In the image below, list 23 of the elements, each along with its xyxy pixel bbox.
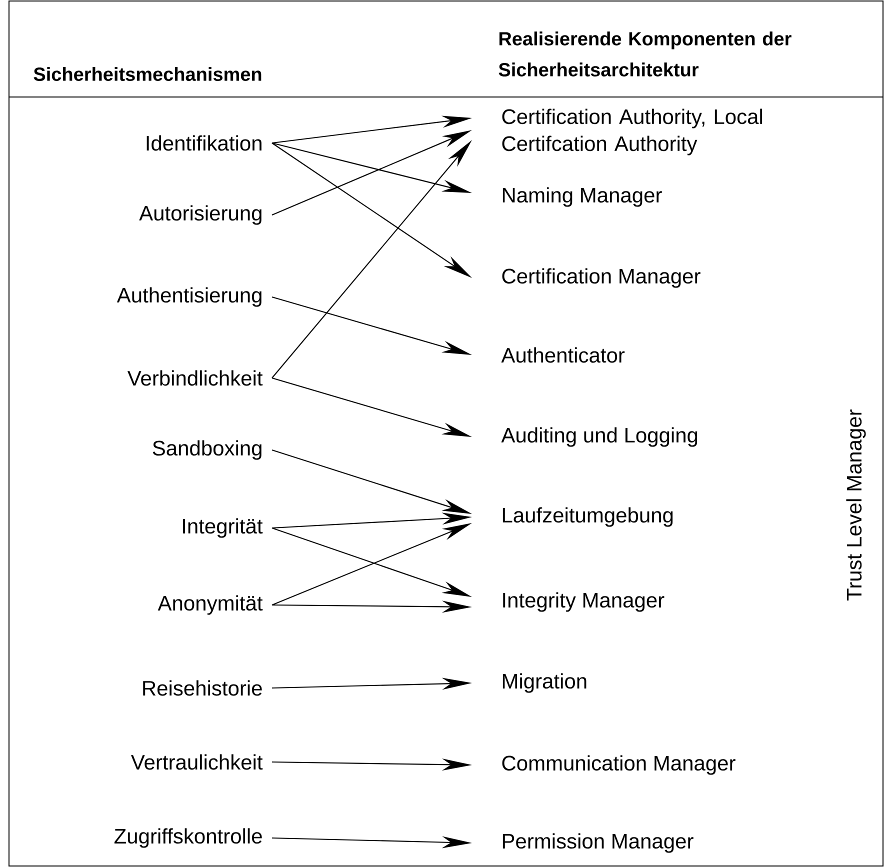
component-label: Certification Manager	[502, 268, 700, 288]
column-heading: Sicherheitsmechanismen	[34, 67, 262, 81]
side-label: Trust Level Manager	[846, 409, 866, 600]
component-label: Laufzeitumgebung	[502, 507, 673, 527]
component-label: Certification Authority, Local Certifcation Authority	[502, 108, 762, 156]
mechanism-label: Zugriffskontrolle	[114, 828, 262, 848]
mechanism-label: Authentisierung	[116, 287, 262, 307]
component-label: Naming Manager	[502, 187, 662, 207]
mechanism-label: Anonymität	[158, 595, 263, 615]
column-heading: Realisierende Komponenten der Sicherheitsarchitektur	[498, 32, 792, 76]
mechanism-label: Identifikation	[146, 135, 262, 151]
component-label: Auditing und Logging	[501, 427, 698, 447]
component-label: Permission Manager	[502, 833, 694, 853]
mechanism-label: Vertraulichkeit	[131, 754, 263, 770]
component-label: Authenticator	[501, 347, 625, 363]
component-label: Migration	[502, 673, 586, 693]
component-label: Communication Manager	[502, 755, 736, 775]
mechanism-label: Autorisierung	[139, 205, 262, 225]
mechanism-label: Integrität	[183, 518, 263, 538]
mechanism-label: Sandboxing	[152, 440, 262, 460]
mechanism-label: Verbindlichkeit	[127, 370, 263, 386]
mechanism-label: Reisehistorie	[143, 680, 262, 696]
component-label: Integrity Manager	[503, 592, 664, 612]
